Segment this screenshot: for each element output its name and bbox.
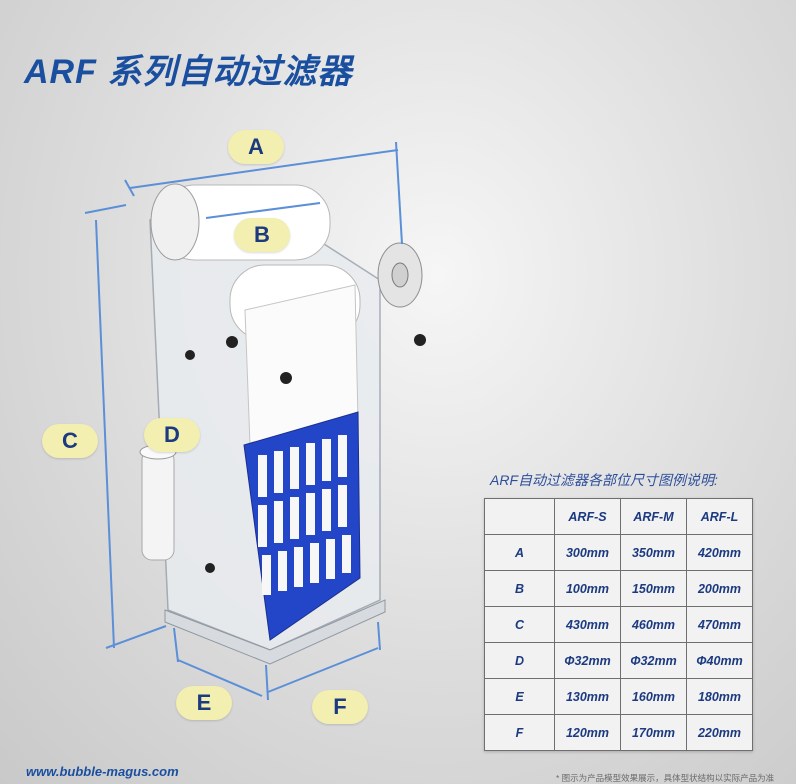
label-d: D <box>144 418 200 452</box>
table-row: C 430mm 460mm 470mm <box>484 606 753 643</box>
filter-slots <box>258 435 351 595</box>
dimension-table: ARF-S ARF-M ARF-L A 300mm 350mm 420mm B … <box>484 498 753 751</box>
knobs <box>185 334 426 573</box>
table-row: A 300mm 350mm 420mm <box>484 534 753 571</box>
table-cell: Φ32mm <box>554 642 621 679</box>
row-label: E <box>484 678 555 715</box>
table-cell: 300mm <box>554 534 621 571</box>
table-row: E 130mm 160mm 180mm <box>484 678 753 715</box>
table-cell: 170mm <box>620 714 687 751</box>
table-cell: 160mm <box>620 678 687 715</box>
table-cell: 350mm <box>620 534 687 571</box>
table-cell: 150mm <box>620 570 687 607</box>
table-cell: 200mm <box>686 570 753 607</box>
table-cell: Φ40mm <box>686 642 753 679</box>
table-cell: 470mm <box>686 606 753 643</box>
base-plate <box>164 599 386 665</box>
inlet-pipe <box>141 449 175 561</box>
table-row: F 120mm 170mm 220mm <box>484 714 753 751</box>
header-cell: ARF-M <box>620 498 687 535</box>
table-caption: ARF自动过滤器各部位尺寸图例说明: <box>490 472 718 488</box>
row-label: B <box>484 570 555 607</box>
table-cell: 120mm <box>554 714 621 751</box>
header-cell <box>484 498 555 535</box>
row-label: A <box>484 534 555 571</box>
header-cell: ARF-L <box>686 498 753 535</box>
table-cell: 460mm <box>620 606 687 643</box>
header-cell: ARF-S <box>554 498 621 535</box>
label-a: A <box>228 130 284 164</box>
table-row: D Φ32mm Φ32mm Φ40mm <box>484 642 753 679</box>
table-cell: 220mm <box>686 714 753 751</box>
dimension-lines <box>84 141 403 701</box>
label-c: C <box>42 424 98 458</box>
row-label: D <box>484 642 555 679</box>
table-cell: 420mm <box>686 534 753 571</box>
table-cell: 430mm <box>554 606 621 643</box>
table-cell: 180mm <box>686 678 753 715</box>
disclaimer-note: * 图示为产品模型效果展示，具体型状结构以实际产品为准 <box>556 773 775 783</box>
dimension-table-section: ARF自动过滤器各部位尺寸图例说明: ARF-S ARF-M ARF-L A 3… <box>484 470 753 751</box>
label-e: E <box>176 686 232 720</box>
row-label: F <box>484 714 555 751</box>
website-link[interactable]: www.bubble-magus.com <box>26 764 179 779</box>
page-title: ARF 系列自动过滤器 <box>24 53 353 91</box>
table-cell: 100mm <box>554 570 621 607</box>
table-cell: Φ32mm <box>620 642 687 679</box>
label-b: B <box>234 218 290 252</box>
table-header-row: ARF-S ARF-M ARF-L <box>484 498 753 535</box>
table-cell: 130mm <box>554 678 621 715</box>
table-row: B 100mm 150mm 200mm <box>484 570 753 607</box>
label-f: F <box>312 690 368 724</box>
row-label: C <box>484 606 555 643</box>
